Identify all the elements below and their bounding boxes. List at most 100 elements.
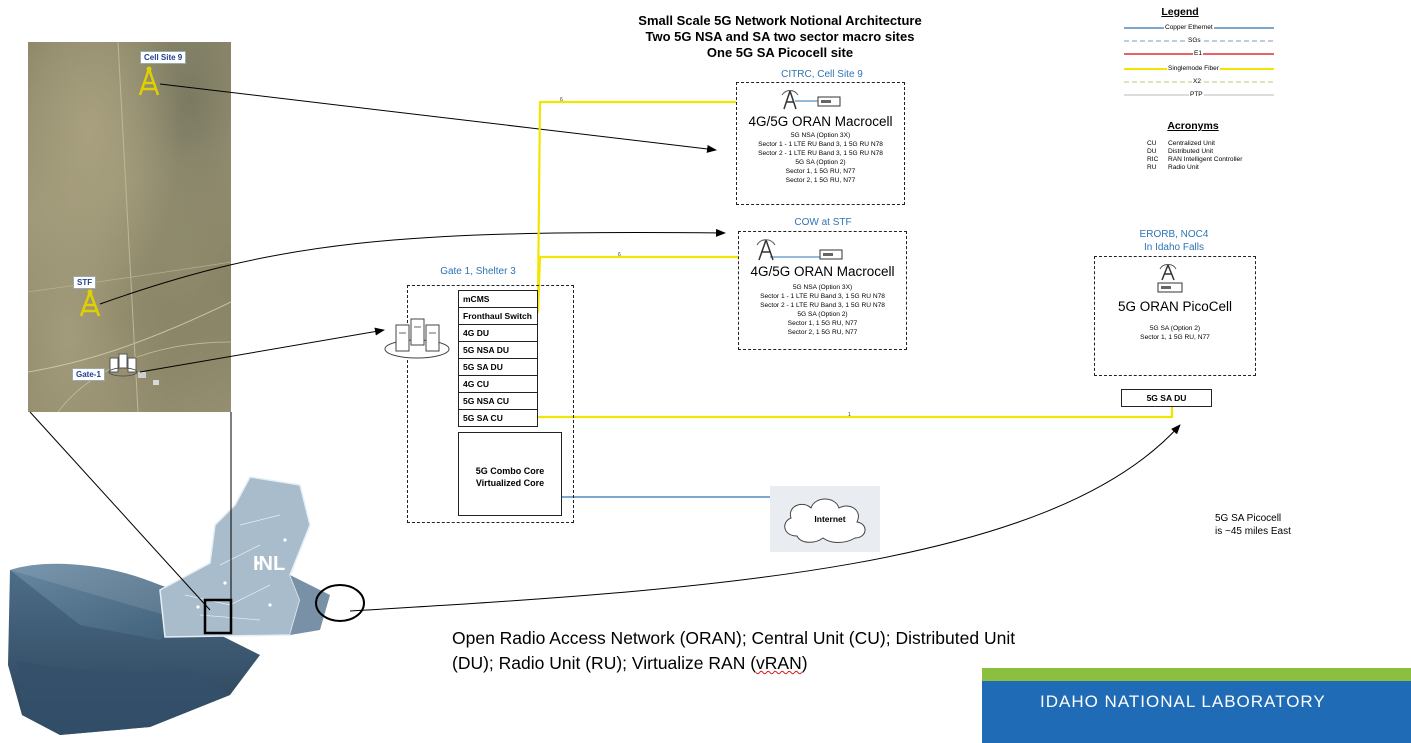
title-line-2: Two 5G NSA and SA two sector macro sites [645,29,915,44]
acronyms-title: Acronyms [1167,120,1219,132]
cow-detail-line: Sector 2 - 1 LTE RU Band 3, 1 5G RU N78 [760,302,885,309]
title-line-1: Small Scale 5G Network Notional Architec… [638,13,922,28]
erorb-site-title: 5G ORAN PicoCell [1117,299,1233,314]
core-line-2: Virtualized Core [475,478,545,488]
cow-detail-line: Sector 2, 1 5G RU, N77 [787,329,858,336]
fiber-count-citrc: 6 [560,97,563,103]
caption-line-2-end: ) [801,653,808,673]
cow-site-details: 5G NSA (Option 3X) Sector 1 - 1 LTE RU B… [738,283,907,337]
acronym-row: DU Distributed Unit [1147,148,1297,156]
map-label-stf: STF [73,276,97,289]
acronym-desc: Centralized Unit [1168,140,1215,147]
legend-sgs: SGs [1187,37,1202,44]
stack-5g-sa-cu: 5G SA CU [458,409,538,427]
map-label-gate-1: Gate-1 [72,368,105,381]
stack-4g-du: 4G DU [458,324,538,342]
stack-5g-nsa-du: 5G NSA DU [458,341,538,359]
acronym-row: RU Radio Unit [1147,164,1297,172]
stack-fronthaul-switch: Fronthaul Switch [458,307,538,325]
combo-core-box: 5G Combo Core Virtualized Core [458,432,562,516]
erorb-header-line-1: ERORB, NOC4 [1139,229,1209,240]
stack-5g-nsa-cu: 5G NSA CU [458,392,538,410]
core-line-1: 5G Combo Core [475,466,545,476]
inl-site-map [8,476,365,735]
legend-ptp: PTP [1189,91,1204,98]
title-line-3: One 5G SA Picocell site [706,45,854,60]
cow-site-box [738,231,907,350]
citrc-detail-line: Sector 1, 1 5G RU, N77 [785,168,856,175]
inl-footer-bar: IDAHO NATIONAL LABORATORY [982,668,1411,743]
acronym-row: RIC RAN Intelligent Controller [1147,156,1297,164]
footer-green-stripe [982,668,1411,681]
legend-e1: E1 [1193,50,1203,57]
caption-line-1: Open Radio Access Network (ORAN); Centra… [452,628,1016,648]
citrc-detail-line: Sector 1 - 1 LTE RU Band 3, 1 5G RU N78 [758,141,883,148]
acronym-code: RIC [1147,156,1159,163]
footer-blue-band [982,681,1411,743]
caption-vran-word: vRAN [756,653,802,673]
antenna-icon [781,90,841,110]
map-label-cell-site-9: Cell Site 9 [140,51,187,64]
picocell-distance-note: 5G SA Picocell is ~45 miles East [1215,512,1325,538]
acronym-desc: RAN Intelligent Controller [1168,156,1243,163]
citrc-detail-line: Sector 2, 1 5G RU, N77 [785,177,856,184]
acronyms-list: CU Centralized Unit DU Distributed Unit RI… [1147,140,1297,172]
erorb-detail-line: 5G SA (Option 2) [1149,325,1201,332]
citrc-detail-line: 5G SA (Option 2) [795,159,846,166]
citrc-site-box [736,82,905,205]
fiber-count-cow: 6 [618,252,621,258]
note-line-1: 5G SA Picocell [1215,513,1282,524]
legend-copper-ethernet: Copper Ethernet [1164,24,1214,31]
cloud-icon [784,498,866,543]
diagram-title: Small Scale 5G Network Notional Architec… [560,13,1000,61]
erorb-header-line-2: In Idaho Falls [1143,242,1205,253]
acronym-code: CU [1147,140,1157,147]
acronym-desc: Distributed Unit [1168,148,1214,155]
citrc-detail-line: 5G NSA (Option 3X) [790,132,851,139]
map-roads [28,42,231,412]
cow-detail-line: Sector 1, 1 5G RU, N77 [787,320,858,327]
cow-site-header: COW at STF [794,217,852,228]
citrc-site-title: 4G/5G ORAN Macrocell [748,114,893,129]
legend-x2: X2 [1192,78,1202,85]
tower-icon [79,289,101,317]
acronym-desc: Radio Unit [1168,164,1199,171]
stack-5g-sa-du: 5G SA DU [458,358,538,376]
cow-detail-line: Sector 1 - 1 LTE RU Band 3, 1 5G RU N78 [760,293,885,300]
erorb-detail-line: Sector 1, 1 5G RU, N77 [1140,334,1210,341]
acronym-caption: Open Radio Access Network (ORAN); Centra… [452,626,1212,676]
legend-singlemode-fiber: Singlemode Fiber [1167,65,1220,72]
server-icon [108,353,138,377]
gate-shelter-label: Gate 1, Shelter 3 [440,266,516,277]
erorb-site-box [1094,256,1256,376]
caption-line-2: (DU); Radio Unit (RU); Virtualize RAN (v… [452,651,1212,676]
internet-label: Internet [814,514,846,524]
erorb-site-details: 5G SA (Option 2) Sector 1, 1 5G RU, N77 [1094,324,1256,342]
cow-detail-line: 5G SA (Option 2) [797,311,848,318]
inl-map-label: INL [253,553,286,575]
satellite-map [28,42,231,412]
cow-detail-line: 5G NSA (Option 3X) [792,284,853,291]
erorb-site-header: ERORB, NOC4 In Idaho Falls [1094,228,1254,254]
pico-du-box: 5G SA DU [1121,389,1212,407]
server-rack-icon [384,318,450,359]
legend-title: Legend [1161,6,1199,18]
acronym-code: DU [1147,148,1157,155]
acronym-row: CU Centralized Unit [1147,140,1297,148]
gate-shelter-box [407,285,574,523]
note-line-2: is ~45 miles East [1215,526,1291,537]
stack-mcms: mCMS [458,290,538,308]
antenna-icon [1157,264,1183,293]
tower-icon [138,66,160,96]
cow-site-title: 4G/5G ORAN Macrocell [750,264,895,279]
caption-line-2-start: (DU); Radio Unit (RU); Virtualize RAN ( [452,653,757,673]
acronym-code: RU [1147,164,1157,171]
footer-lab-name: IDAHO NATIONAL LABORATORY [1040,692,1326,711]
fiber-count-pico: 1 [848,412,851,418]
citrc-site-details: 5G NSA (Option 3X) Sector 1 - 1 LTE RU B… [736,131,905,185]
citrc-detail-line: Sector 2 - 1 LTE RU Band 3, 1 5G RU N78 [758,150,883,157]
stack-4g-cu: 4G CU [458,375,538,393]
citrc-site-header: CITRC, Cell Site 9 [781,69,863,80]
antenna-icon [756,239,843,261]
